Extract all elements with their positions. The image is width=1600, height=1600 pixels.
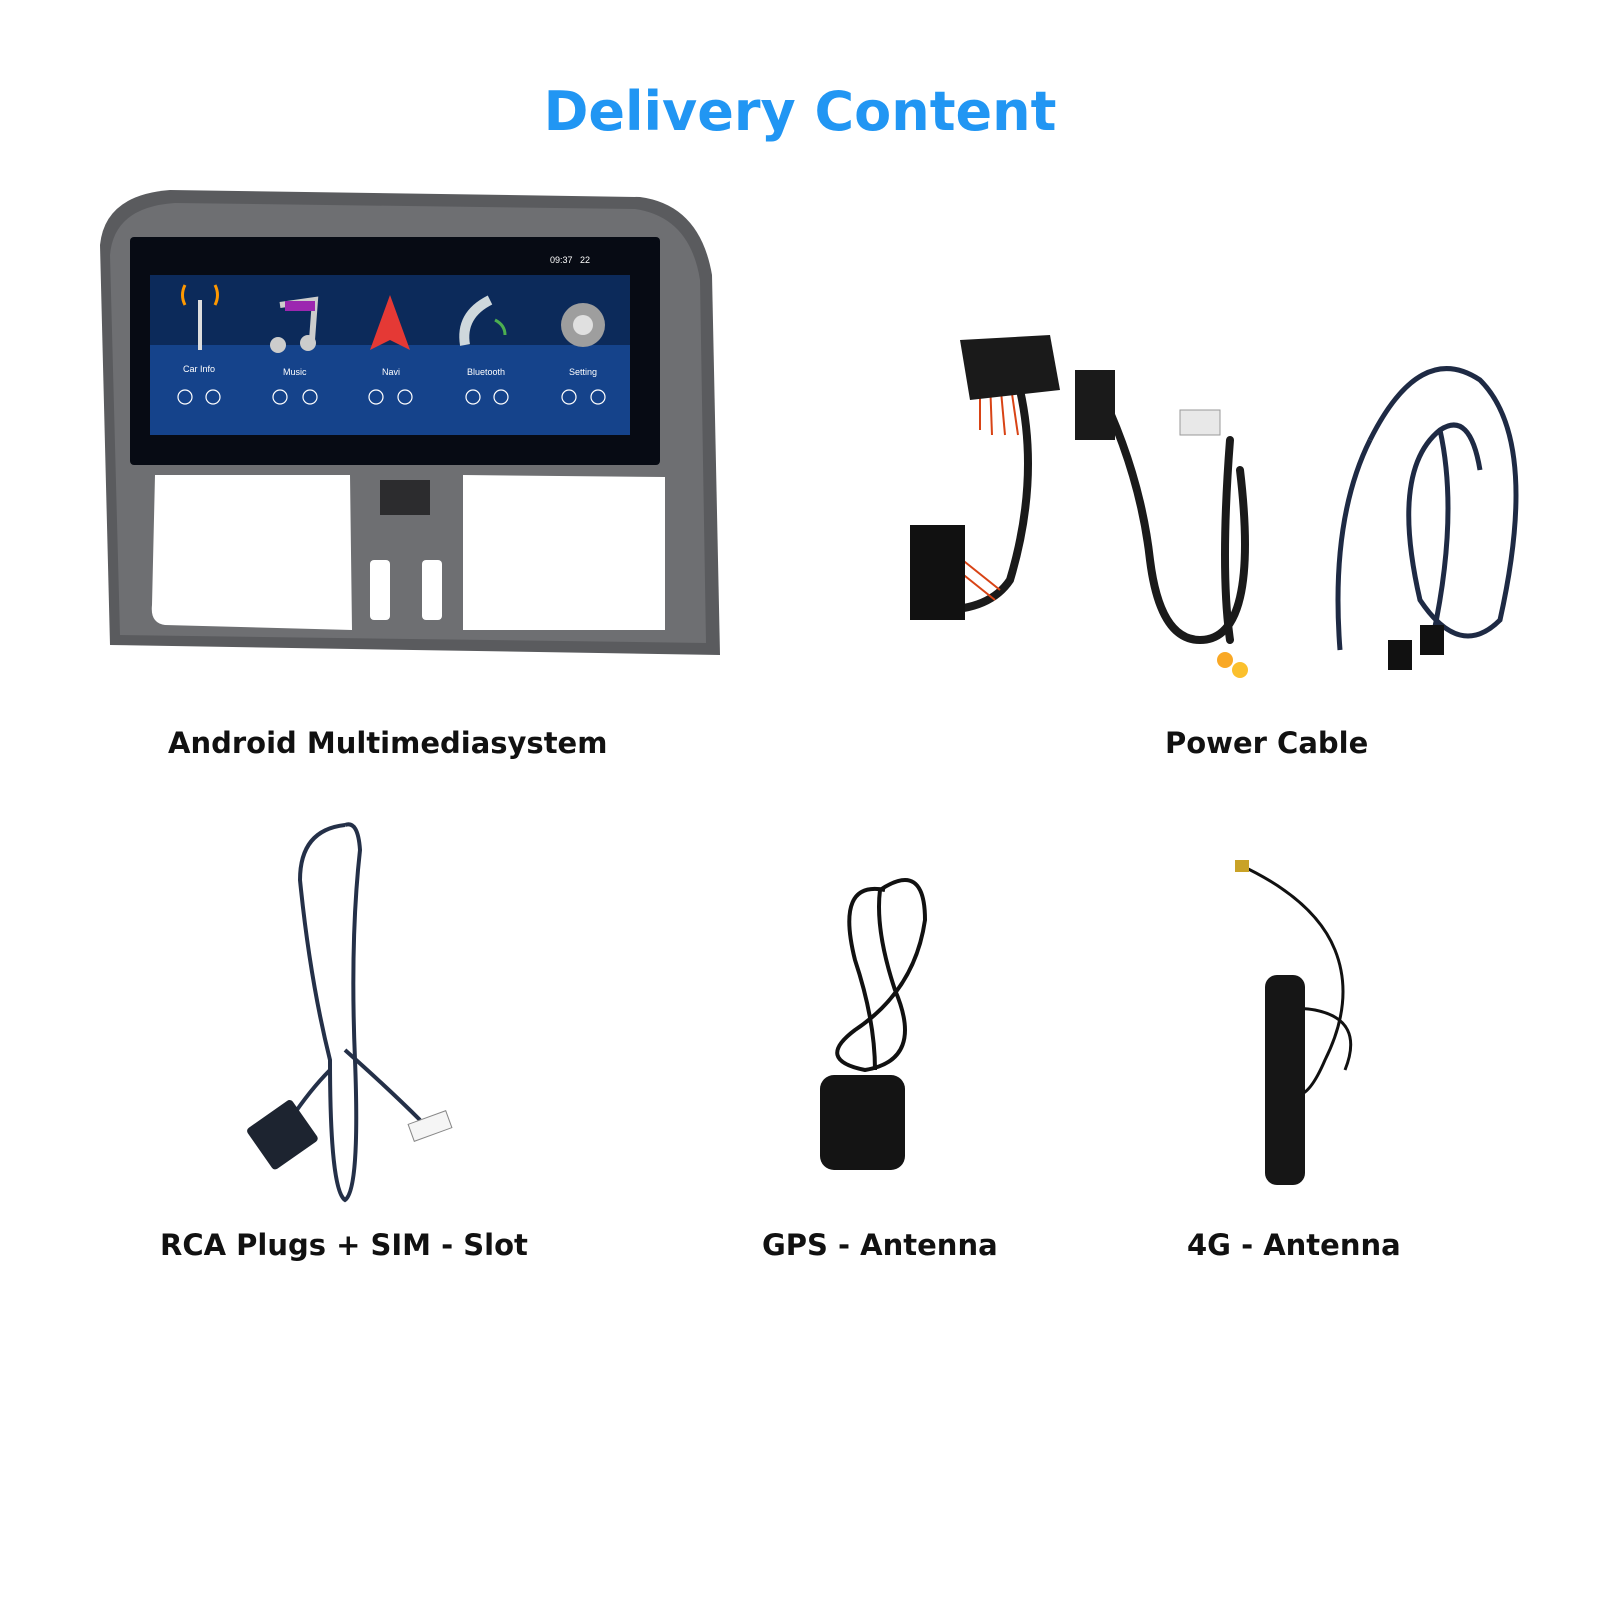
power-cable-label: Power Cable <box>1165 726 1369 760</box>
rca-sim-label: RCA Plugs + SIM - Slot <box>160 1228 528 1262</box>
navigation-arrow-icon[interactable] <box>370 295 410 350</box>
status-volume: 22 <box>580 255 590 265</box>
app-label-setting: Setting <box>569 367 597 377</box>
gps-antenna-label: GPS - Antenna <box>762 1228 998 1262</box>
app-label-bluetooth: Bluetooth <box>467 367 505 377</box>
page-title: Delivery Content <box>543 80 1057 143</box>
app-label-car-info: Car Info <box>183 364 215 374</box>
gps-antenna-image <box>815 870 945 1180</box>
gear-icon[interactable] <box>561 303 605 347</box>
sim-slot-icon <box>247 1100 318 1170</box>
status-time: 09:37 <box>550 255 573 265</box>
phone-handset-icon[interactable] <box>459 295 507 346</box>
rca-sim-cable-image <box>230 820 470 1210</box>
music-note-icon[interactable] <box>270 296 319 353</box>
antenna-4g-label: 4G - Antenna <box>1187 1228 1401 1262</box>
head-unit-image: 09:37 22 Car Info Music Navi Bluetooth S… <box>80 185 730 665</box>
antenna-tower-icon[interactable] <box>181 284 219 350</box>
app-label-navi: Navi <box>382 367 400 377</box>
app-label-music: Music <box>283 367 307 377</box>
power-cable-image <box>900 320 1530 700</box>
antenna-4g-image <box>1235 860 1375 1190</box>
head-unit-label: Android Multimediasystem <box>168 726 608 760</box>
